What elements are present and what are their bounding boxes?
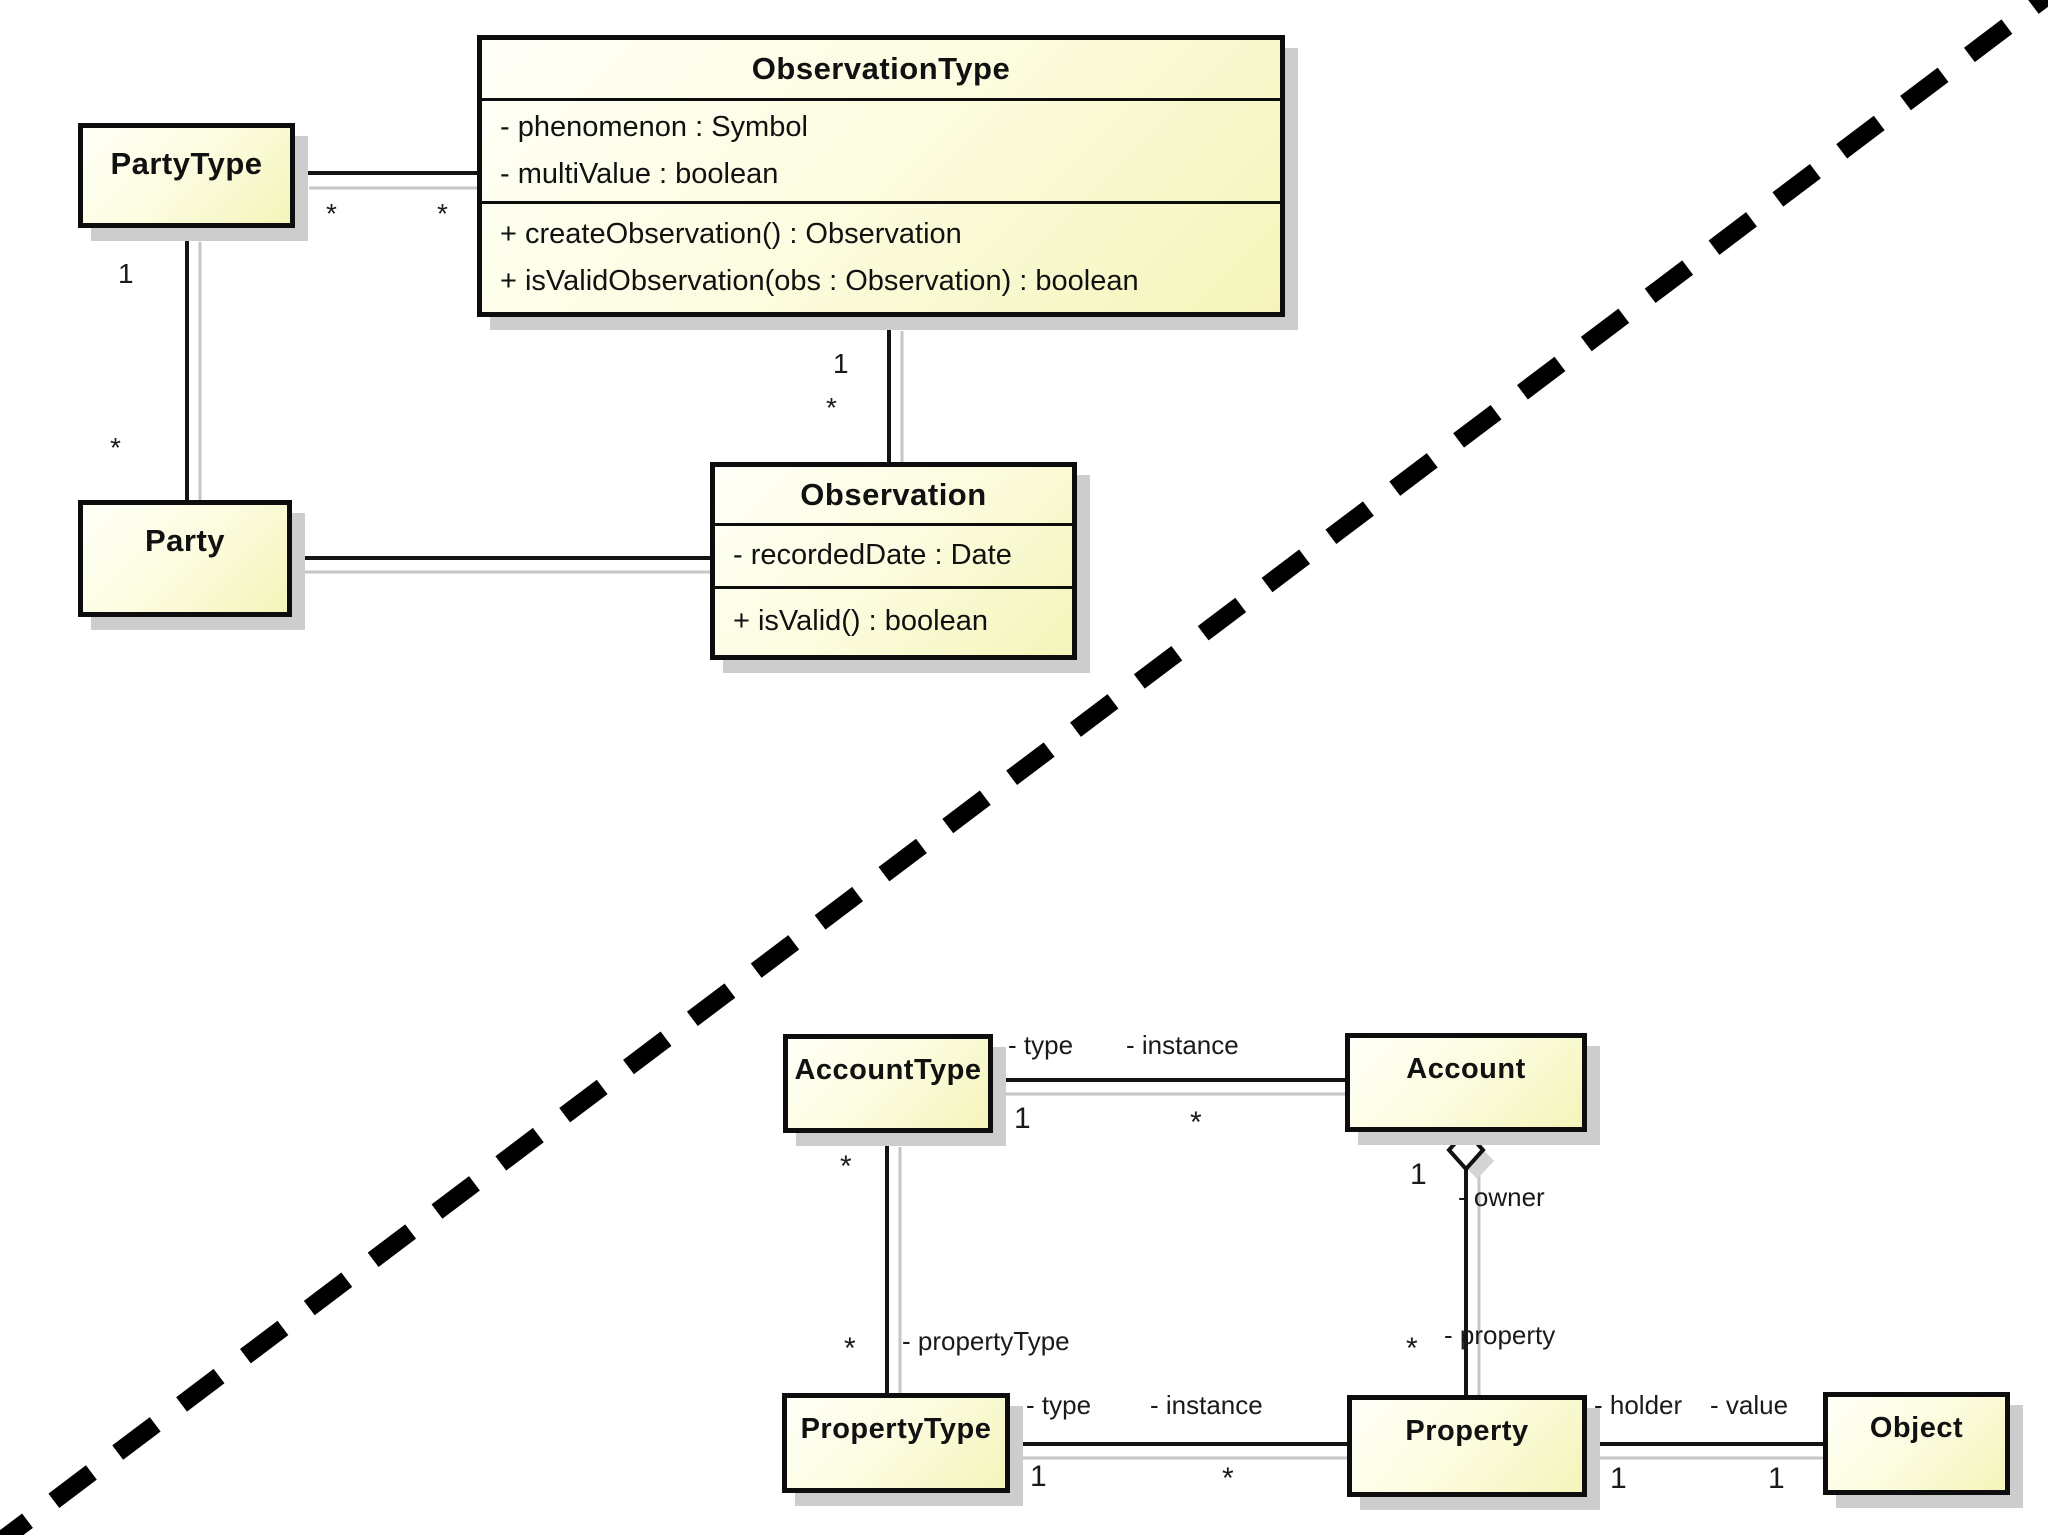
line-shadows [198,186,1826,1460]
class-title: Object [1869,1412,1964,1444]
class-propertytype: PropertyType [782,1393,1010,1493]
class-title: PropertyType [800,1413,992,1445]
multiplicity-label: 1 [1768,1462,1785,1495]
multiplicity-label: * [826,392,837,423]
multiplicity-label: 1 [1610,1462,1627,1495]
multiplicity-label: 1 [118,258,134,289]
role-label: - instance [1150,1390,1263,1420]
multiplicity-label: * [437,198,448,229]
role-label: - owner [1458,1182,1545,1212]
multiplicity-label: * [110,432,121,463]
aggregation-diamond-icon [1446,1128,1486,1172]
class-title: PartyType [110,146,263,181]
class-party: Party [78,500,292,617]
class-attribute: - phenomenon : Symbol [500,111,808,144]
role-label: - type [1008,1030,1074,1060]
class-title: Observation [800,477,987,512]
class-title: Account [1406,1053,1526,1085]
class-method: + isValidObservation(obs : Observation) … [500,264,1139,297]
role-label: - type [1026,1390,1092,1420]
multiplicity-label: * [326,198,337,229]
class-account: Account [1345,1033,1587,1132]
multiplicity-label: * [1190,1106,1202,1139]
role-label: - propertyType [902,1326,1070,1356]
role-label: - holder [1594,1390,1683,1420]
class-attribute: - recordedDate : Date [733,539,1012,572]
role-label: - property [1444,1320,1556,1350]
class-property: Property [1347,1395,1587,1497]
class-observation: Observation - recordedDate : Date + isVa… [710,462,1077,660]
multiplicity-label: 1 [1030,1460,1047,1493]
role-label: - value [1710,1390,1789,1420]
multiplicity-label: 1 [833,348,849,379]
class-title: Property [1405,1415,1529,1447]
class-title: ObservationType [751,51,1011,86]
class-attribute: - multiValue : boolean [500,157,779,190]
role-label: - instance [1126,1030,1239,1060]
class-title: AccountType [794,1054,982,1086]
multiplicity-label: * [1406,1332,1418,1365]
class-method: + createObservation() : Observation [500,218,962,251]
multiplicity-label: 1 [1014,1102,1031,1135]
class-partytype: PartyType [78,123,295,228]
class-method: + isValid() : boolean [733,605,988,638]
multiplicity-label: * [844,1332,856,1365]
class-object: Object [1823,1392,2010,1495]
multiplicity-label: * [1222,1462,1234,1495]
class-observationtype: ObservationType - phenomenon : Symbol - … [477,35,1285,317]
multiplicity-label: 1 [1410,1158,1427,1191]
class-accounttype: AccountType [783,1034,993,1133]
association-lines [185,171,1826,1446]
class-title: Party [144,523,226,558]
multiplicity-label: * [840,1150,852,1183]
